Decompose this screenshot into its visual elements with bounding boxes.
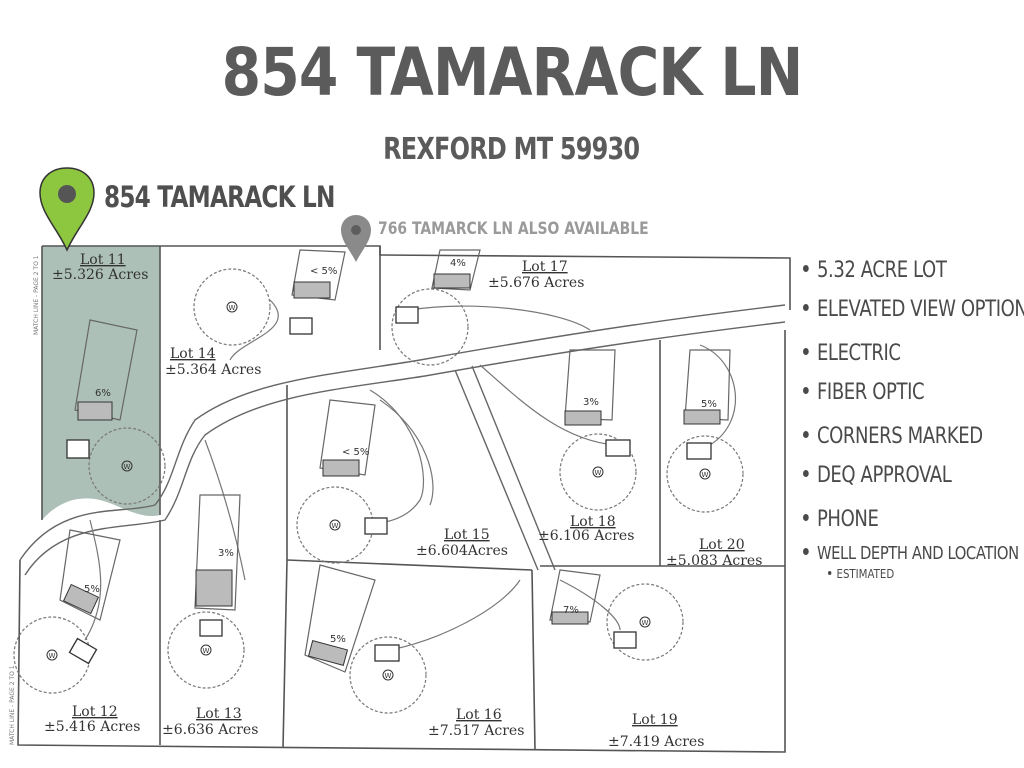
lot-acres: ±5.416 Acres: [44, 719, 140, 735]
lot-acres: ±5.364 Acres: [165, 362, 261, 378]
well-letter: W: [124, 463, 131, 471]
feature-note: ESTIMATED: [828, 567, 894, 581]
bullet-icon: [803, 264, 809, 272]
bullet-icon: [803, 386, 809, 394]
slope-label: 7%: [563, 605, 579, 616]
lot-name: Lot 18: [570, 514, 616, 530]
lot-acres: ±6.636 Acres: [162, 722, 258, 738]
well-symbol: W: [382, 669, 394, 681]
well-symbol: W: [121, 460, 133, 472]
slope-label: < 5%: [310, 266, 337, 277]
well-symbol: W: [200, 644, 212, 656]
feature-item: PHONE: [803, 507, 879, 532]
lot-acres: ±5.083 Acres: [666, 553, 762, 569]
bullet-icon: [803, 303, 809, 311]
lot-name: Lot 20: [699, 537, 745, 553]
lot-acres: ±6.604Acres: [416, 543, 508, 559]
feature-item: ELEVATED VIEW OPTION: [803, 297, 1024, 322]
lot-name: Lot 13: [196, 706, 242, 722]
well-letter: W: [49, 652, 56, 660]
lot-name: Lot 19: [632, 712, 678, 728]
house-footprints: [62, 273, 721, 666]
match-line-text: MATCH LINE - PAGE 2 TO 1: [33, 255, 40, 335]
lot-acres: ±7.517 Acres: [428, 723, 524, 739]
driveways: [84, 299, 736, 651]
lot-name: Lot 12: [72, 704, 118, 720]
feature-item: 5.32 ACRE LOT: [803, 258, 947, 283]
road: [19, 304, 786, 576]
map-pin-icon: [341, 215, 371, 262]
well-letter: W: [203, 647, 210, 655]
building-envelopes: [59, 249, 731, 673]
slope-label: 5%: [84, 584, 100, 595]
well-symbol: W: [329, 519, 341, 531]
well-symbol: W: [46, 649, 58, 661]
slope-label: 5%: [330, 634, 346, 645]
well-letter: W: [332, 522, 339, 530]
bullet-icon: [803, 547, 809, 555]
lot-labels: Lot 11 ±5.326 Acres Lot 12 ±5.416 Acres …: [44, 252, 762, 750]
primary-pin-label: 854 TAMARACK LN: [104, 180, 335, 214]
lot-name: Lot 14: [170, 346, 216, 362]
well-markers: W W W W W W W W W: [46, 301, 711, 681]
well-symbol: W: [639, 616, 651, 628]
page-title: 854 TAMARACK LN: [221, 34, 804, 111]
lot-boundaries: [17, 245, 791, 753]
lot-acres: ±6.106 Acres: [538, 528, 634, 544]
well-symbol: W: [226, 301, 238, 313]
well-letter: W: [642, 619, 649, 627]
garages: [66, 306, 712, 665]
lot-11-highlight: [42, 246, 160, 520]
map-pin-icon: [39, 167, 95, 252]
bullet-icon: [803, 430, 809, 438]
bullet-icon: [803, 513, 809, 521]
lot-acres: ±5.676 Acres: [488, 275, 584, 291]
lot-name: Lot 17: [522, 259, 568, 275]
page-subtitle: REXFORD MT 59930: [383, 132, 640, 167]
lot-acres: ±7.419 Acres: [608, 734, 704, 750]
lot-acres: ±5.326 Acres: [52, 267, 148, 283]
slope-label: 6%: [95, 388, 111, 399]
well-symbol: W: [592, 466, 604, 478]
feature-item: FIBER OPTIC: [803, 380, 925, 405]
bullet-icon: [803, 347, 809, 355]
well-symbol: W: [699, 468, 711, 480]
slope-labels: 6% < 5% 4% < 5% 3% 5% 5% 3% 5% 7%: [84, 258, 717, 645]
bullet-icon: [803, 469, 809, 477]
bullet-icon: [828, 570, 832, 575]
lot-name: Lot 11: [80, 252, 126, 268]
well-letter: W: [595, 469, 602, 477]
feature-item: CORNERS MARKED: [803, 424, 983, 449]
slope-label: 3%: [583, 397, 599, 408]
lot-name: Lot 16: [456, 707, 502, 723]
secondary-pin-label: 766 TAMARCK LN ALSO AVAILABLE: [378, 219, 649, 239]
slope-label: 3%: [218, 548, 234, 559]
well-letter: W: [702, 471, 709, 479]
feature-item: ELECTRIC: [803, 341, 901, 366]
feature-item: DEQ APPROVAL: [803, 463, 952, 488]
feature-item: WELL DEPTH AND LOCATION: [803, 543, 1019, 564]
slope-label: < 5%: [342, 447, 369, 458]
slope-label: 4%: [450, 258, 466, 269]
lot-name: Lot 15: [444, 527, 490, 543]
well-letter: W: [229, 304, 236, 312]
slope-label: 5%: [701, 399, 717, 410]
well-letter: W: [385, 672, 392, 680]
match-line-text: MATCH LINE - PAGE 2 TO 1: [9, 665, 16, 745]
